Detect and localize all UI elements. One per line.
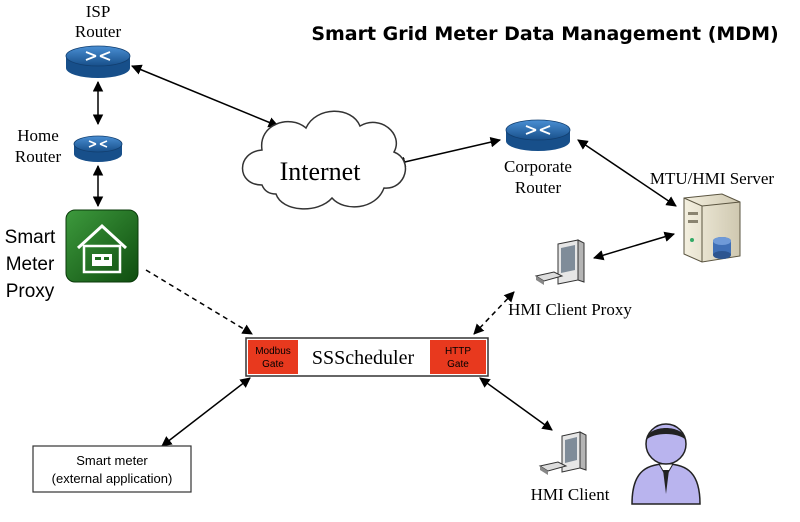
server-icon (683, 193, 741, 263)
home-router-label-line2: Router (15, 147, 62, 166)
hmi-client-proxy-label: HMI Client Proxy (508, 300, 632, 319)
isp-router-label-line2: Router (75, 22, 122, 41)
smart-meter-external-box (32, 445, 192, 493)
desktop-computer-icon (538, 431, 587, 475)
router-icon (505, 119, 571, 151)
hmi-client-label: HMI Client (531, 485, 610, 504)
ssscheduler: Modbus Gate SSScheduler HTTP Gate (245, 337, 489, 377)
router-icon (65, 45, 131, 78)
smart-meter-proxy-label-line3: Proxy (6, 281, 55, 302)
connector-proxy-modbus (145, 269, 253, 335)
home-router-label-line1: Home (17, 126, 59, 145)
user-avatar-icon (631, 423, 701, 505)
smart-meter-proxy: Smart Meter Proxy (5, 209, 139, 302)
hmi-client-proxy: HMI Client Proxy (508, 239, 632, 319)
home-router: Home Router (15, 126, 123, 166)
connector-meter-modbus (161, 377, 251, 447)
corporate-router-label-line1: Corporate (504, 157, 572, 176)
internet-label: Internet (280, 157, 362, 186)
smart-meter-external: Smart meter (external application) (32, 445, 192, 493)
internet: Internet (241, 110, 407, 210)
house-icon (65, 209, 139, 283)
connector-internet-corporate (394, 137, 502, 167)
corporate-router-label-line2: Router (515, 178, 562, 197)
isp-router-label-line1: ISP (86, 2, 111, 21)
smart-meter-external-label-line2: (external application) (52, 471, 173, 486)
mtu-hmi-server: MTU/HMI Server (650, 169, 775, 263)
smart-meter-external-label-line1: Smart meter (76, 453, 148, 468)
cloud-icon (241, 110, 407, 210)
diagram-title: Smart Grid Meter Data Management (MDM) (311, 23, 778, 45)
mtu-hmi-server-label: MTU/HMI Server (650, 169, 775, 188)
hmi-client: HMI Client (531, 423, 701, 505)
http-gate-label-line1: HTTP (445, 346, 471, 357)
connector-server-clientproxy (592, 231, 676, 261)
connector-corporate-server (577, 139, 677, 207)
connector-clientproxy-http (473, 291, 515, 335)
modbus-gate-label-line2: Gate (262, 359, 284, 370)
modbus-gate (248, 340, 298, 374)
desktop-computer-icon (534, 239, 585, 285)
modbus-gate-label-line1: Modbus (255, 346, 291, 357)
isp-router: ISP Router (65, 2, 131, 78)
connectors (92, 64, 677, 447)
corporate-router: Corporate Router (504, 119, 572, 197)
http-gate-label-line2: Gate (447, 359, 469, 370)
smart-meter-proxy-label-line1: Smart (5, 227, 56, 248)
smart-meter-proxy-label-line2: Meter (6, 254, 55, 275)
connector-isp-internet (131, 64, 279, 128)
router-icon (73, 135, 123, 162)
http-gate (430, 340, 486, 374)
connector-http-client (479, 377, 553, 431)
ssscheduler-label: SSScheduler (312, 347, 415, 369)
